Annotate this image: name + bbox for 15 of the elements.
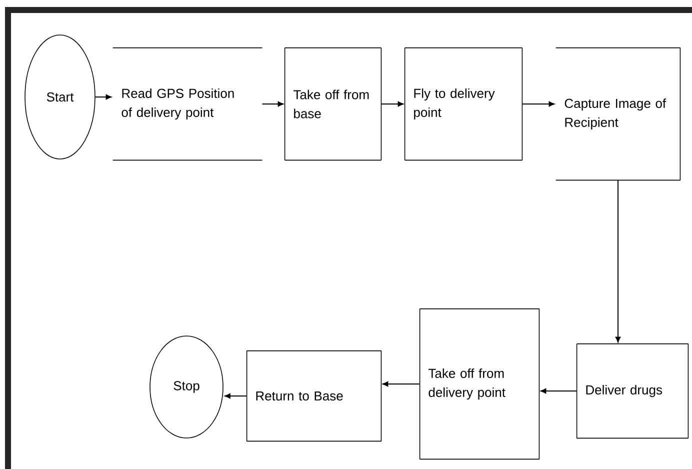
process-box: Read GPS Position of delivery point	[112, 47, 263, 161]
arrow	[382, 381, 420, 387]
process-box: Take off from delivery point	[419, 308, 540, 460]
process-box: Deliver drugs	[576, 343, 689, 439]
arrow	[615, 180, 621, 342]
arrow	[540, 388, 578, 394]
process-box: Fly to delivery point	[404, 47, 523, 161]
arrow	[262, 101, 284, 107]
process-box: Capture Image of Recipient	[555, 47, 681, 181]
arrow	[94, 94, 112, 100]
arrow	[224, 393, 248, 399]
process-box: Return to Base	[246, 350, 382, 442]
arrow	[380, 101, 404, 107]
process-box: Take off from base	[284, 47, 382, 161]
arrow	[522, 101, 554, 107]
